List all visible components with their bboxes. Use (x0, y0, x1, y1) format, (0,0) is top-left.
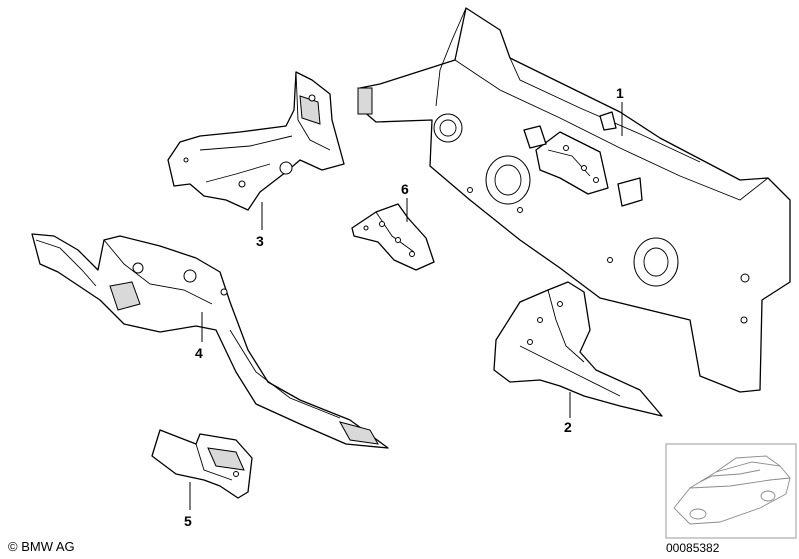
part-4-rail[interactable] (31, 233, 389, 449)
part-2-bracket[interactable] (493, 281, 663, 417)
part-5-bracket[interactable] (151, 429, 253, 499)
callout-6: 6 (401, 181, 409, 197)
callout-5: 5 (184, 513, 192, 529)
callout-1: 1 (616, 85, 624, 101)
callout-4: 4 (195, 345, 203, 361)
callout-2: 2 (564, 419, 572, 435)
diagram-number: 00085382 (666, 541, 720, 555)
part-1-bulkhead[interactable] (357, 7, 791, 393)
callout-3: 3 (256, 233, 264, 249)
vehicle-thumbnail (665, 443, 797, 539)
part-6-bracket[interactable] (351, 203, 435, 271)
part-3-bracket[interactable] (167, 71, 345, 211)
copyright-text: © BMW AG (8, 539, 75, 554)
